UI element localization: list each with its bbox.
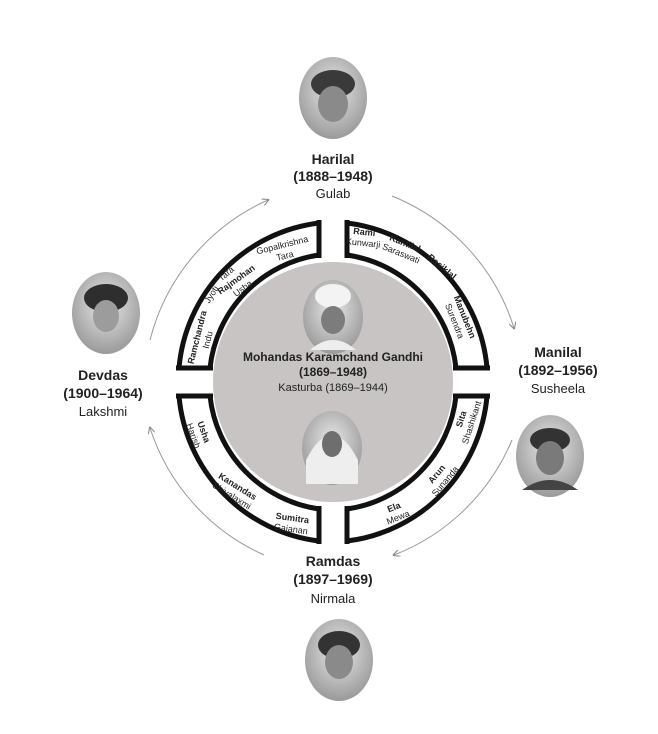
center-spouse: Kasturba (1869–1944) <box>278 382 387 394</box>
ramdas-name: Ramdas <box>306 553 361 569</box>
portrait-ramdas <box>305 619 373 701</box>
portrait-manilal <box>516 415 584 497</box>
harilal-spouse: Gulab <box>316 186 351 201</box>
center-name: Mohandas Karamchand Gandhi <box>243 350 423 364</box>
devdas-name: Devdas <box>78 367 128 383</box>
grandchild-name: Rasiklal <box>426 252 458 282</box>
center-years: (1869–1948) <box>299 365 367 379</box>
portrait-harilal <box>299 57 367 139</box>
portrait-kasturba <box>302 411 362 485</box>
family-ring <box>176 220 490 544</box>
devdas-years: (1900–1964) <box>63 385 142 401</box>
manilal-spouse: Susheela <box>531 381 586 396</box>
center-disc <box>213 262 453 502</box>
grandchild-name: Sumitra <box>275 511 311 526</box>
arrow-manilal-to-ramdas <box>394 439 513 555</box>
ramdas-spouse: Nirmala <box>311 591 357 606</box>
manilal-name: Manilal <box>534 344 581 360</box>
devdas-spouse: Lakshmi <box>79 404 128 419</box>
grandchild-spouse: Indu <box>201 330 215 349</box>
manilal-years: (1892–1956) <box>518 362 597 378</box>
arrow-harilal-to-manilal <box>391 195 514 328</box>
portrait-devdas <box>72 272 140 354</box>
harilal-name: Harilal <box>312 151 355 167</box>
grandchild-spouse: Gajanan <box>273 522 308 537</box>
grandchild-name: Rami <box>353 226 376 238</box>
grandchild-spouse: Kunwarji <box>345 236 380 250</box>
harilal-years: (1888–1948) <box>293 168 372 184</box>
portrait-gandhi <box>303 280 363 354</box>
ramdas-years: (1897–1969) <box>293 571 372 587</box>
grandchild-spouse: Tara <box>275 249 294 263</box>
arrow-devdas-to-harilal <box>149 200 268 341</box>
arrow-ramdas-to-devdas <box>150 428 265 556</box>
